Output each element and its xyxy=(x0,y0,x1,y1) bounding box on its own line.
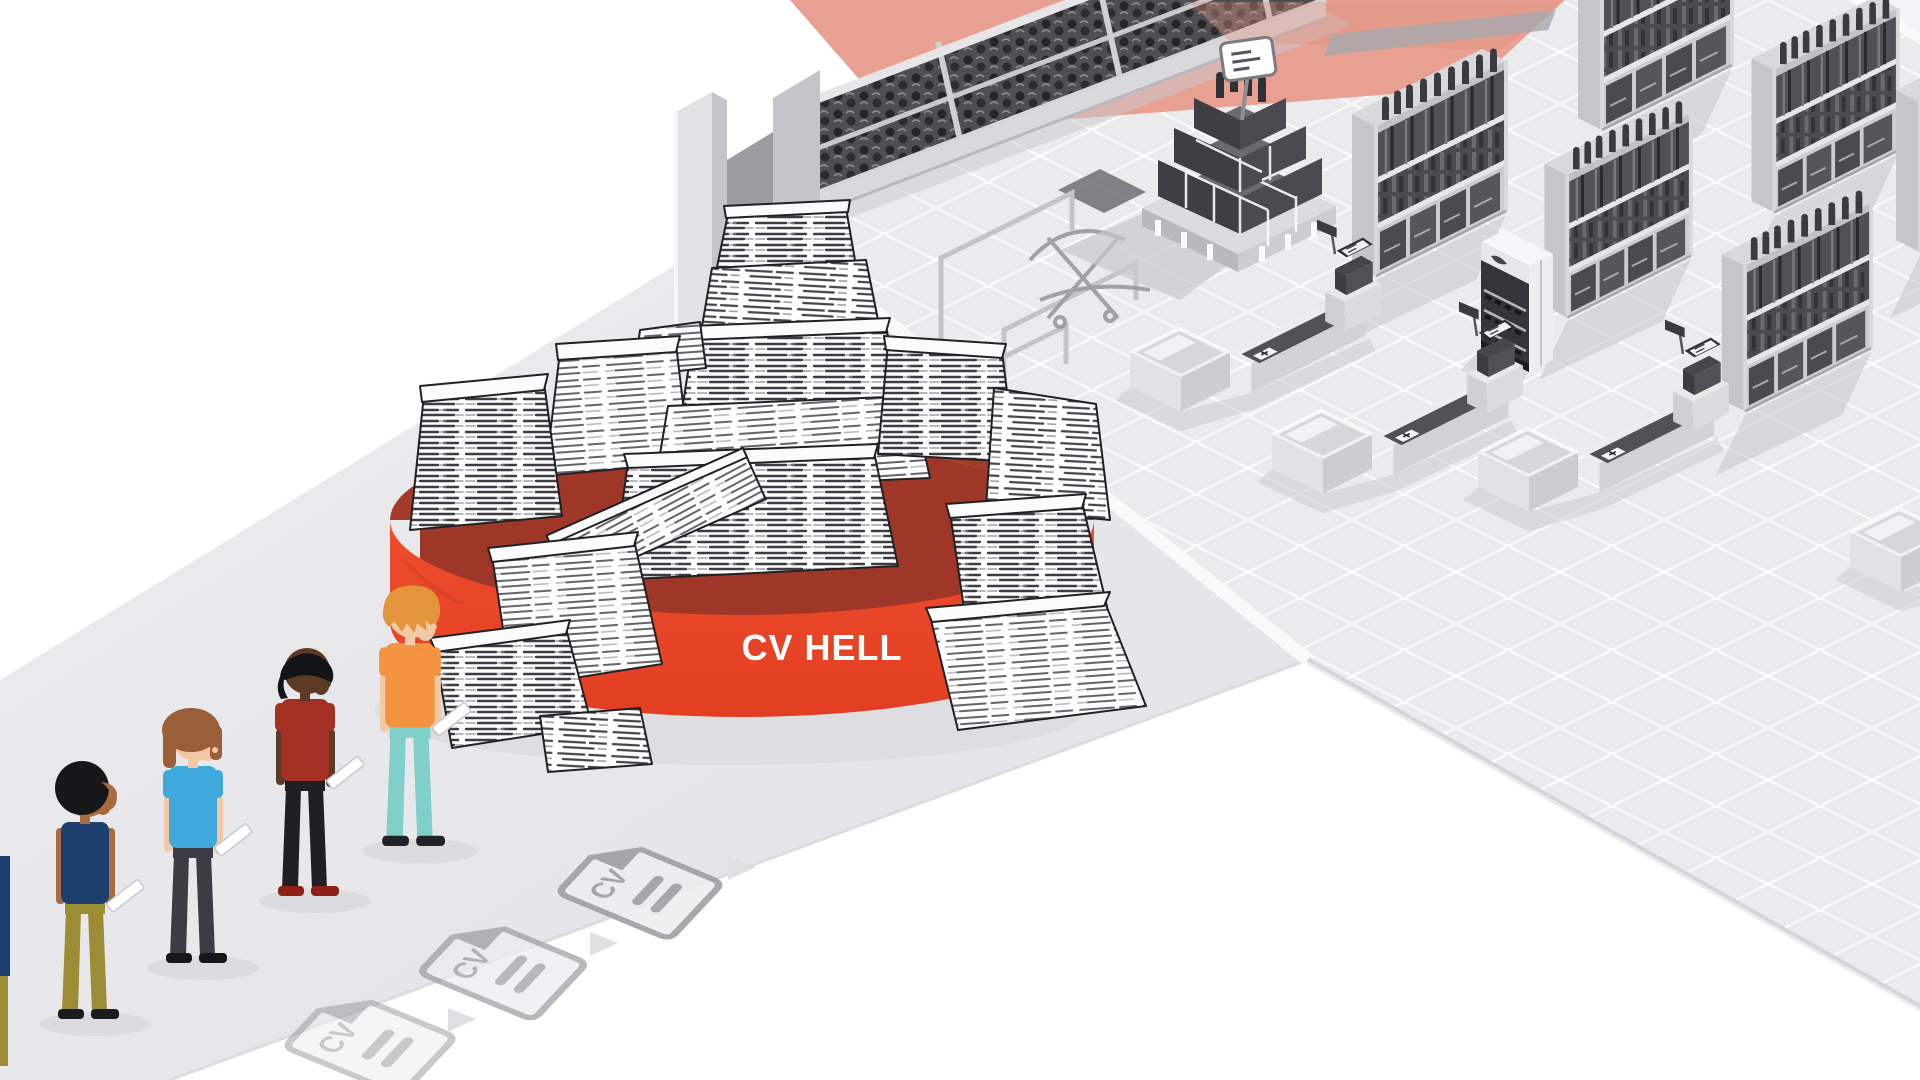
ring-label: CV HELL xyxy=(741,627,902,668)
queue-person-partial xyxy=(0,856,10,1066)
queue-person-1 xyxy=(39,761,151,1036)
canopy-pink-front xyxy=(1190,2,1560,56)
floor-arrow-1 xyxy=(448,1008,476,1032)
pallet-display xyxy=(1060,35,1336,300)
paper-pile-front xyxy=(429,493,1147,773)
cv-hell-monument: CV HELL xyxy=(375,199,1147,773)
queue-person-2 xyxy=(147,708,259,980)
floor-arrow-3 xyxy=(728,856,756,880)
queue-person-4 xyxy=(362,585,478,864)
cv-documents-on-floor: CV CV CV xyxy=(285,837,756,1080)
floor-mat xyxy=(1058,169,1146,213)
queue-person-3 xyxy=(259,648,371,913)
queue xyxy=(0,585,478,1066)
produce-display xyxy=(762,0,1352,240)
floor-arrow-2 xyxy=(590,932,618,956)
